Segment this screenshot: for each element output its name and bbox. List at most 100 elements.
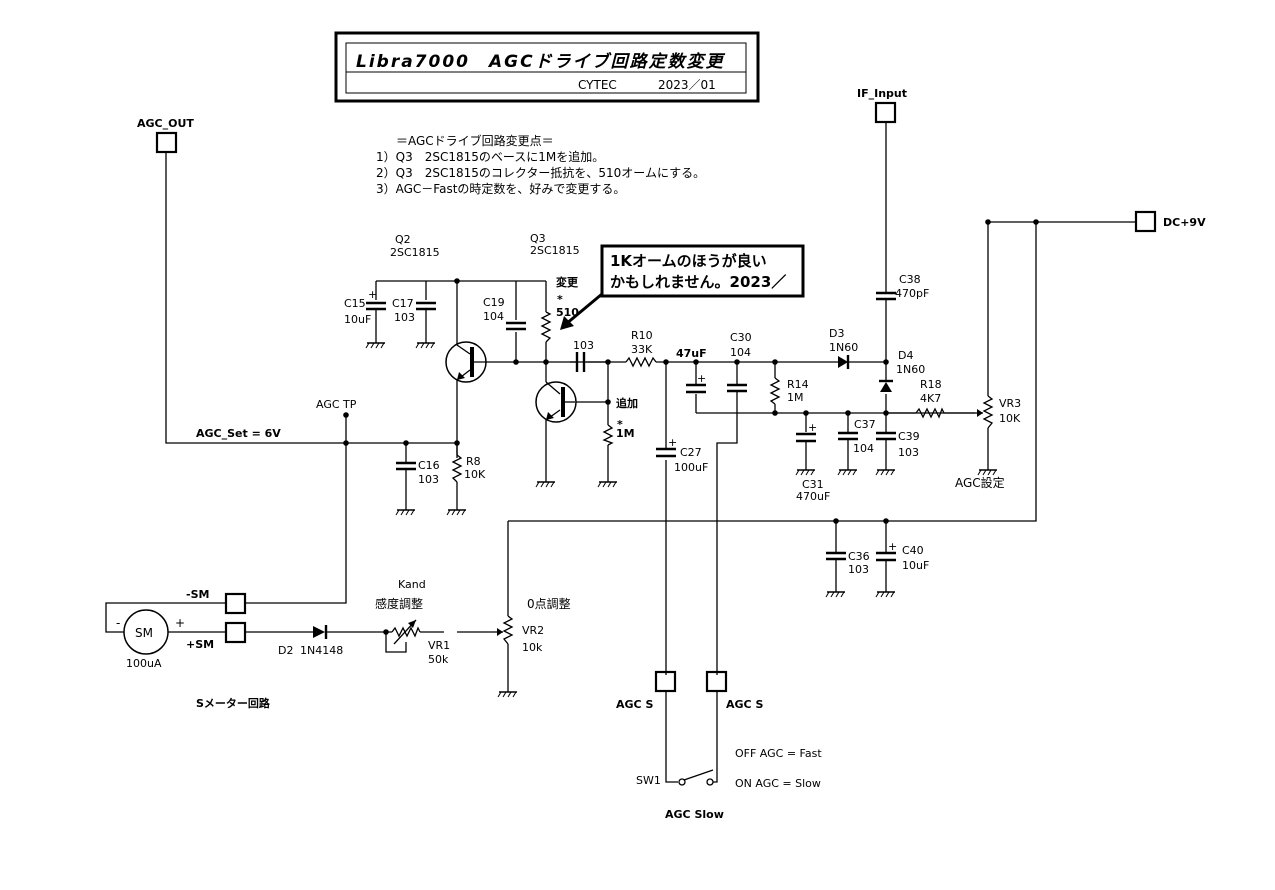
label-dc9v: DC+9V	[1163, 216, 1206, 229]
terminal-agc-s-fast[interactable]: AGC S	[616, 670, 677, 711]
label-c27-val: 100uF	[674, 461, 708, 474]
diode-d2	[313, 625, 328, 639]
label-star-1: *	[557, 293, 563, 306]
label-q2-part: 2SC1815	[390, 246, 440, 259]
resistor-r18	[915, 407, 945, 419]
label-zero-adjust: 0点調整	[527, 596, 571, 611]
label-agc-s-1: AGC S	[616, 698, 653, 711]
label-kand: Kand	[398, 578, 426, 591]
terminal-agc-s-slow[interactable]: AGC S	[705, 670, 763, 711]
capacitor-c47uf: +	[686, 372, 706, 394]
diode-d4	[879, 379, 893, 392]
label-agc-s-2: AGC S	[726, 698, 763, 711]
svg-text:+: +	[668, 436, 677, 449]
callout-arrow	[565, 292, 603, 326]
svg-text:+: +	[368, 288, 377, 301]
title-text: Libra7000 AGCドライブ回路定数変更	[356, 52, 726, 72]
capacitor-c15: +	[365, 288, 386, 349]
label-c40: C40	[902, 544, 924, 557]
label-c103: 103	[573, 339, 594, 352]
label-d3-val: 1N60	[829, 341, 858, 354]
capacitor-c40: +	[875, 540, 897, 598]
label-sm: SM	[135, 626, 153, 640]
label-on-agc: ON AGC = Slow	[735, 777, 821, 790]
title-date: 2023／01	[658, 78, 716, 92]
label-c30: C30	[730, 331, 752, 344]
resistor-r14	[769, 377, 781, 405]
title-author: CYTEC	[578, 78, 617, 92]
label-plus-sm: +SM	[186, 638, 214, 651]
label-sw1: SW1	[636, 774, 661, 787]
wires	[105, 122, 1136, 783]
capacitor-c16	[395, 461, 416, 516]
label-agc-out: AGC_OUT	[137, 117, 194, 130]
change-notes: ＝AGCドライブ回路変更点＝ 1）Q3 2SC1815のベースに1Mを追加。 2…	[376, 133, 705, 196]
label-r8: R8	[466, 455, 481, 468]
label-sm-minus: -	[116, 616, 120, 630]
diode-d3	[838, 355, 850, 369]
label-henkou: 変更	[556, 275, 579, 289]
title-block: Libra7000 AGCドライブ回路定数変更 CYTEC 2023／01	[334, 31, 760, 103]
label-q3: Q3	[530, 232, 546, 245]
label-r14: R14	[787, 378, 809, 391]
capacitor-c17	[415, 301, 436, 349]
label-c19-val: 104	[483, 310, 504, 323]
note-1: 1）Q3 2SC1815のベースに1Mを追加。	[376, 149, 604, 164]
capacitor-c31: +	[795, 421, 817, 476]
capacitor-103-coupling	[570, 352, 586, 372]
terminal-plus-sm[interactable]: +SM	[186, 621, 247, 651]
label-off-agc: OFF AGC = Fast	[735, 747, 822, 760]
transistor-q2	[445, 341, 489, 383]
label-d2-val: 1N4148	[300, 644, 343, 657]
label-r18: R18	[920, 378, 942, 391]
label-minus-sm: -SM	[186, 588, 209, 601]
transistor-q3	[535, 381, 577, 488]
label-c30-val: 104	[730, 346, 751, 359]
label-c36: C36	[848, 550, 870, 563]
label-c40-val: 10uF	[902, 559, 929, 572]
terminal-dc9v[interactable]: DC+9V	[1134, 210, 1206, 233]
label-r8-val: 10K	[464, 468, 486, 481]
capacitor-c27: +	[656, 436, 677, 458]
capacitor-c38	[876, 291, 896, 301]
label-d4: D4	[898, 349, 913, 362]
terminal-if-input[interactable]: IF_Input	[857, 87, 907, 124]
label-vr1: VR1	[428, 639, 450, 652]
label-c38: C38	[899, 273, 921, 286]
callout-line-2: かもしれません。2023／	[610, 273, 786, 291]
note-heading: ＝AGCドライブ回路変更点＝	[396, 133, 554, 148]
junction-dots	[343, 219, 1039, 635]
label-r18-val: 4K7	[920, 392, 941, 405]
potentiometer-vr1	[391, 619, 421, 645]
component-labels: Q2 2SC1815 Q3 2SC1815 C15 10uF C17 103 C…	[126, 232, 1021, 821]
label-vr3-val: 10K	[999, 412, 1021, 425]
label-vr2: VR2	[522, 624, 544, 637]
label-q3-part: 2SC1815	[530, 244, 580, 257]
label-agc-set: AGC_Set = 6V	[196, 427, 281, 440]
resistor-1m-added	[597, 424, 618, 488]
terminal-agc-out[interactable]: AGC_OUT	[137, 117, 194, 154]
terminal-minus-sm[interactable]: -SM	[186, 588, 247, 615]
label-if-input: IF_Input	[857, 87, 907, 100]
label-c47uf: 47uF	[676, 347, 707, 360]
resistor-510	[540, 311, 552, 343]
svg-text:+: +	[808, 421, 817, 434]
label-c17-val: 103	[394, 311, 415, 324]
label-q2: Q2	[395, 233, 411, 246]
switch-sw1[interactable]	[678, 769, 714, 786]
label-d4-val: 1N60	[896, 363, 925, 376]
label-c16: C16	[418, 459, 440, 472]
svg-text:+: +	[697, 372, 706, 385]
label-r510: 510	[556, 306, 579, 319]
label-r14-val: 1M	[787, 391, 804, 404]
label-c15-val: 10uF	[344, 313, 371, 326]
label-agc-slow: AGC Slow	[665, 808, 724, 821]
label-tsuika: 追加	[616, 396, 638, 410]
potentiometer-vr3	[975, 395, 998, 476]
svg-text:+: +	[888, 540, 897, 553]
label-c15: C15	[344, 297, 366, 310]
resistor-r8	[446, 454, 467, 516]
callout-arrow-head	[560, 316, 574, 330]
label-agc-settei: AGC設定	[955, 475, 1005, 490]
